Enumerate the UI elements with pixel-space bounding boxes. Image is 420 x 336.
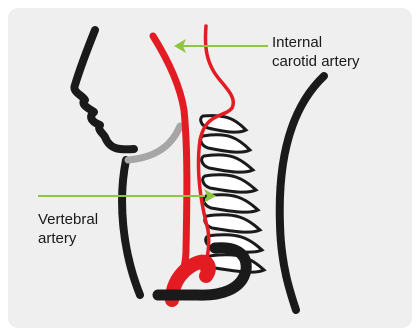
label-vertebral-line1: Vertebral [38, 210, 98, 229]
vertebra [205, 215, 260, 232]
carotid-artery [153, 36, 187, 300]
vertebra [201, 135, 250, 152]
jaw-outline [128, 126, 180, 160]
neck-outline-back [280, 76, 324, 310]
face-profile [74, 30, 134, 149]
vertebra [208, 255, 264, 272]
label-internal-carotid-line1: Internal [272, 33, 360, 52]
pointer-internal-carotid [174, 39, 268, 53]
label-vertebral-line2: artery [38, 229, 98, 248]
label-internal-carotid-line2: carotid artery [272, 52, 360, 71]
label-vertebral: Vertebral artery [38, 210, 98, 248]
neck-outline-front [122, 160, 140, 295]
vertebra [203, 175, 256, 192]
vertebra [202, 155, 253, 172]
label-internal-carotid: Internal carotid artery [272, 33, 360, 71]
